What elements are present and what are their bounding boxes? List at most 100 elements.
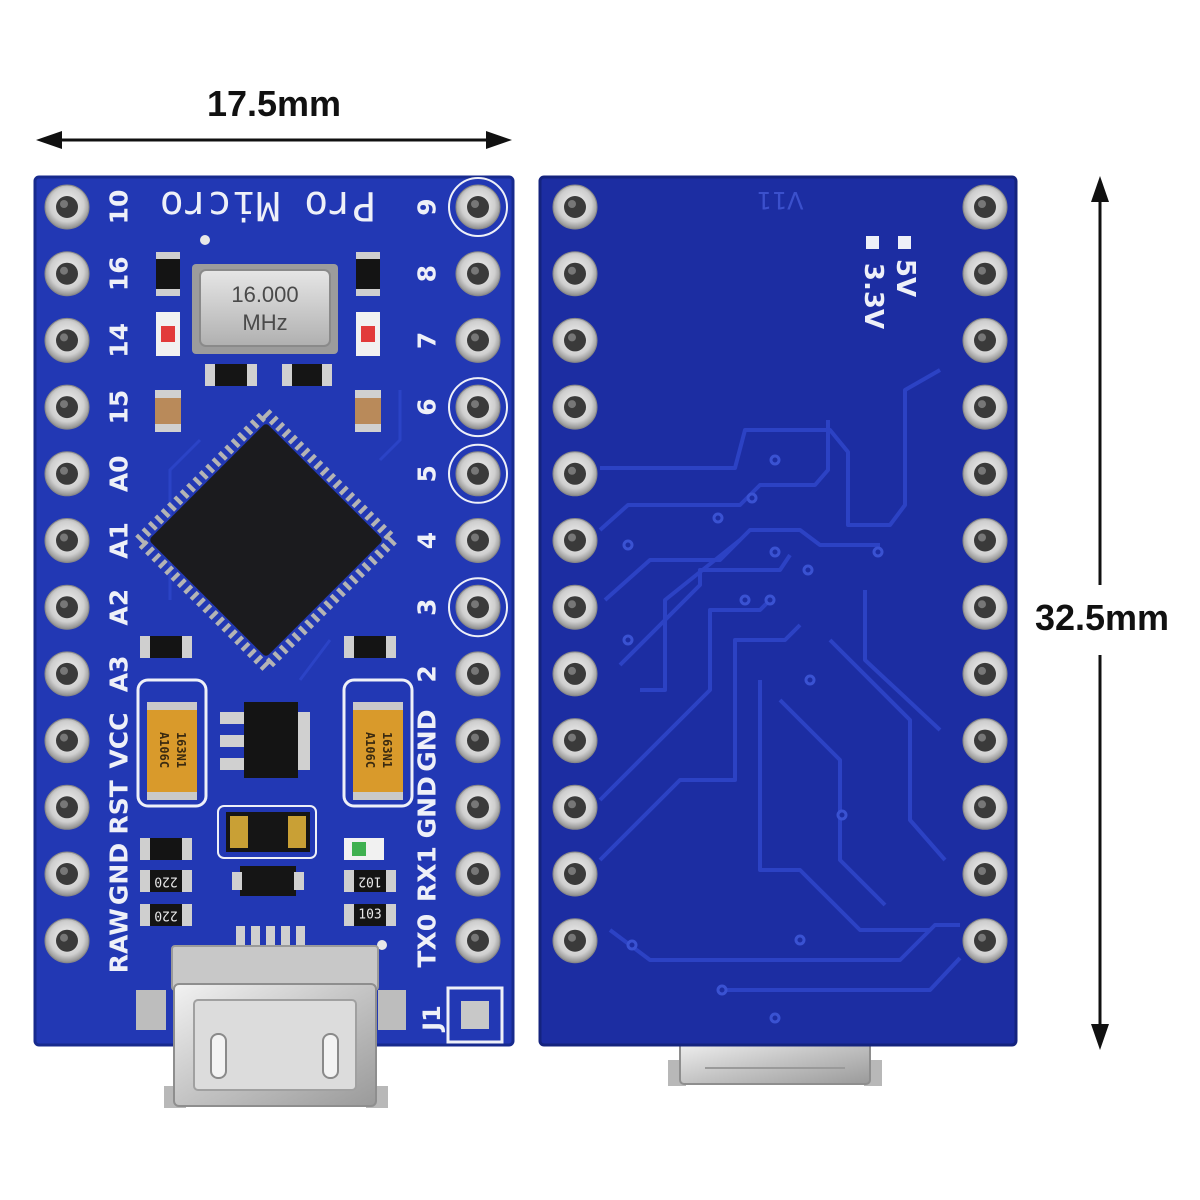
header-pin	[962, 451, 1008, 497]
fuse-outline	[217, 805, 317, 859]
pin-hole	[564, 262, 586, 285]
header-pin	[552, 518, 598, 563]
pin-hole	[564, 662, 586, 685]
pin-hole-shine	[568, 800, 576, 809]
cap-body	[147, 706, 197, 796]
trace	[608, 923, 960, 962]
smd-resistor	[156, 252, 180, 296]
voltage-jumper-5v: 5V	[890, 236, 920, 297]
pin-label-left: A1	[105, 522, 134, 559]
pin-hole-shine	[568, 400, 576, 409]
pin-label-left: 14	[105, 323, 134, 358]
pin-label-right: 2	[413, 665, 442, 682]
pin-hole-shine	[978, 600, 986, 609]
header-pin	[448, 377, 508, 438]
usb-opening	[193, 999, 357, 1091]
pin-hole-shine	[568, 266, 576, 275]
resistor-end	[156, 289, 180, 296]
pin-label-right: 7	[413, 332, 442, 349]
back-vias	[622, 454, 884, 1024]
header-pin	[962, 584, 1008, 630]
header-pin	[455, 918, 501, 964]
pin-hole-shine	[471, 533, 479, 542]
header-pin	[455, 718, 501, 764]
pin-label-right: RX1	[413, 846, 442, 902]
resistor-body	[150, 838, 182, 860]
resistor-end	[356, 289, 380, 296]
cap-body	[353, 706, 403, 796]
pin-outline	[448, 577, 508, 638]
board-title: Pro Micro	[160, 182, 377, 228]
chip-body	[150, 424, 382, 656]
cap-body	[155, 398, 181, 424]
pin-hole-shine	[471, 200, 479, 208]
header-pin	[552, 317, 598, 363]
pin-hole	[467, 529, 489, 552]
voltage-jumper-3v3: 3.3V	[858, 236, 888, 329]
via	[804, 674, 816, 686]
pin-label-left: VCC	[105, 713, 134, 769]
pin-hole	[467, 329, 489, 352]
via	[739, 594, 751, 606]
header-pin	[552, 851, 598, 897]
pin-label-right: 6	[413, 398, 442, 415]
smd-resistor	[344, 636, 396, 658]
usb-shell	[679, 1039, 871, 1085]
j1-pad	[461, 1001, 489, 1029]
header-pin	[44, 918, 90, 964]
via	[764, 594, 776, 606]
back-pcb	[538, 175, 1018, 1047]
trace	[598, 420, 830, 532]
width-arrowhead-right	[486, 131, 512, 149]
via	[622, 634, 634, 646]
smd-resistor-220: 220	[140, 904, 192, 926]
resistor-body	[150, 904, 182, 926]
usb-side-pad-left	[136, 990, 166, 1030]
header-pin	[552, 584, 598, 630]
smd-resistor	[140, 636, 192, 658]
pin-hole-shine	[60, 733, 68, 742]
resistor-body	[356, 256, 380, 292]
header-pin	[448, 577, 508, 638]
cap-end	[147, 792, 197, 800]
status-led	[156, 312, 180, 356]
smd-capacitor	[205, 364, 257, 386]
pin-label-left: A0	[105, 455, 134, 492]
led-die	[161, 326, 175, 342]
cap-marking-line1: A106C	[363, 732, 377, 768]
pin-hole-shine	[568, 867, 576, 875]
resistor-body	[354, 870, 386, 892]
pin-hole-shine	[60, 533, 68, 542]
pin-hole-shine	[60, 333, 68, 342]
pin-hole	[467, 196, 489, 218]
back-board: V11 5V 3.3V	[538, 175, 1018, 1086]
pin-hole-shine	[568, 666, 576, 675]
header-pin	[455, 784, 501, 830]
pin-hole-shine	[471, 266, 479, 275]
pin-hole-shine	[978, 867, 986, 875]
front-board: Pro Micro 16.000 MHz	[33, 175, 515, 1108]
pin-hole	[974, 529, 996, 552]
cap-marking-line1: A106C	[157, 732, 171, 768]
cap-body	[292, 364, 322, 386]
pin-hole-shine	[60, 867, 68, 875]
regulator-pad	[220, 758, 244, 770]
cap-marking-line2: 163N1	[174, 732, 188, 768]
header-pin	[552, 651, 598, 697]
resistor-body	[150, 636, 182, 658]
header-pin	[44, 718, 90, 764]
pin-hole-shine	[60, 466, 68, 475]
pin-label-right: GND	[413, 776, 442, 838]
header-pin	[962, 851, 1008, 897]
trace	[863, 590, 942, 732]
width-label: 17.5mm	[207, 83, 341, 124]
usb-leg	[251, 926, 260, 954]
pin-hole	[467, 462, 489, 485]
header-pin	[962, 384, 1008, 430]
pin-hole	[56, 462, 78, 485]
led-die	[361, 326, 375, 342]
pin-hole-shine	[568, 466, 576, 475]
header-pin	[962, 651, 1008, 697]
trace	[828, 638, 947, 862]
via	[712, 512, 724, 524]
